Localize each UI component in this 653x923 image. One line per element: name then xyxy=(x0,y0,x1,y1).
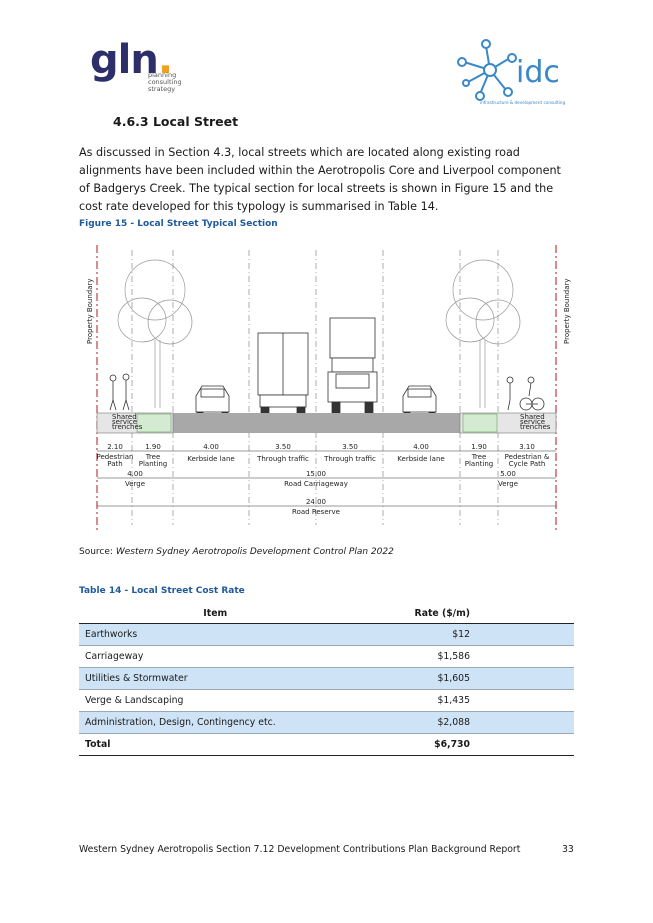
svg-text:Path: Path xyxy=(107,460,122,468)
svg-text:Shared: Shared xyxy=(112,413,137,421)
road-reserve-dimension: 24.00 Road Reserve xyxy=(292,498,340,516)
table-row: Verge & Landscaping $1,435 xyxy=(79,689,574,712)
services-right-label: Shared service trenches xyxy=(520,413,551,431)
gln-logo-word: gln xyxy=(90,37,159,83)
table-row: Carriageway $1,586 xyxy=(79,645,574,668)
svg-text:Tree: Tree xyxy=(471,453,487,461)
page-number: 33 xyxy=(562,844,574,855)
total-label: Total xyxy=(79,733,352,756)
svg-text:trenches: trenches xyxy=(112,423,143,431)
segment-through-traffic-right: 3.50 Through traffic xyxy=(323,443,376,463)
table-row: Earthworks $12 xyxy=(79,623,574,646)
property-boundary-left-label: Property Boundary xyxy=(86,278,94,344)
svg-text:service: service xyxy=(112,418,137,426)
tree-planting-right-bed xyxy=(462,413,498,433)
cost-rate-table: Item Rate ($/m) Earthworks $12 Carriagew… xyxy=(79,603,574,756)
table-title: Table 14 - Local Street Cost Rate xyxy=(79,586,245,596)
svg-text:Planting: Planting xyxy=(139,460,167,468)
segment-kerbside-lane-left: 4.00 Kerbside lane xyxy=(187,443,234,463)
svg-text:3.10: 3.10 xyxy=(519,443,535,451)
verge-right-dimension: 5.00 Verge xyxy=(498,470,518,488)
gln-logo: gln. planning consulting strategy xyxy=(90,37,182,93)
section-heading: 4.6.3 Local Street xyxy=(113,114,239,129)
row-rate: $12 xyxy=(351,623,574,646)
svg-text:1.90: 1.90 xyxy=(145,443,161,451)
gln-logo-dot: . xyxy=(157,37,173,83)
total-rate: $6,730 xyxy=(351,733,574,756)
table-total-row: Total $6,730 xyxy=(79,733,574,756)
row-item: Administration, Design, Contingency etc. xyxy=(79,711,352,734)
svg-text:Verge: Verge xyxy=(125,480,145,488)
svg-text:3.50: 3.50 xyxy=(275,443,291,451)
svg-text:Kerbside lane: Kerbside lane xyxy=(187,455,234,463)
carriageway-dimension: 15.00 Road Carriageway xyxy=(284,470,348,488)
street-section-drawing: Property Boundary Property Boundary xyxy=(86,245,571,530)
column-header-item: Item xyxy=(79,603,352,624)
row-item: Verge & Landscaping xyxy=(79,689,352,712)
table-row: Utilities & Stormwater $1,605 xyxy=(79,667,574,690)
svg-text:Through traffic: Through traffic xyxy=(256,455,309,463)
figure-source: Source: Western Sydney Aerotropolis Deve… xyxy=(79,547,394,557)
car-right-illustration xyxy=(402,385,437,417)
svg-text:24.00: 24.00 xyxy=(306,498,326,506)
table-header-row: Item Rate ($/m) xyxy=(79,603,574,624)
svg-text:trenches: trenches xyxy=(520,423,551,431)
row-rate: $1,605 xyxy=(351,667,574,690)
cyclist-illustration xyxy=(506,376,545,411)
segment-through-traffic-left: 3.50 Through traffic xyxy=(256,443,309,463)
svg-text:Road Carriageway: Road Carriageway xyxy=(284,480,348,488)
svg-text:15.00: 15.00 xyxy=(306,470,326,478)
idc-logo-word: idc xyxy=(516,55,560,90)
gln-logo-tagline: planning consulting strategy xyxy=(148,71,182,93)
idc-logo-tagline: infrastructure & development consulting xyxy=(480,100,565,105)
svg-text:service: service xyxy=(520,418,545,426)
verge-left-dimension: 4.00 Verge xyxy=(125,470,145,488)
idc-logo: idc infrastructure & development consult… xyxy=(457,39,565,105)
svg-text:Verge: Verge xyxy=(498,480,518,488)
body-paragraph: As discussed in Section 4.3, local stree… xyxy=(79,146,561,213)
svg-text:Tree: Tree xyxy=(145,453,161,461)
svg-text:4.00: 4.00 xyxy=(413,443,429,451)
car-left-illustration xyxy=(195,385,230,417)
property-boundary-right-label: Property Boundary xyxy=(563,278,571,344)
svg-text:2.10: 2.10 xyxy=(107,443,123,451)
svg-text:3.50: 3.50 xyxy=(342,443,358,451)
truck-right-illustration xyxy=(327,317,378,415)
table-row: Administration, Design, Contingency etc.… xyxy=(79,711,574,734)
svg-text:5.00: 5.00 xyxy=(500,470,516,478)
svg-text:Planting: Planting xyxy=(465,460,493,468)
row-item: Earthworks xyxy=(79,623,352,646)
segment-kerbside-lane-right: 4.00 Kerbside lane xyxy=(397,443,444,463)
svg-text:Pedestrian &: Pedestrian & xyxy=(505,453,550,461)
svg-text:Road Reserve: Road Reserve xyxy=(292,508,340,516)
svg-text:Cycle Path: Cycle Path xyxy=(509,460,546,468)
segment-ped-path-left: 2.10 Pedestrian Path xyxy=(97,443,134,468)
services-left-label: Shared service trenches xyxy=(112,413,143,431)
row-rate: $1,435 xyxy=(351,689,574,712)
truck-left-illustration xyxy=(257,332,309,416)
row-item: Carriageway xyxy=(79,645,352,668)
segment-ped-cycle-path-right: 3.10 Pedestrian & Cycle Path xyxy=(505,443,550,468)
tree-right-illustration xyxy=(445,259,521,408)
tree-planting-left-bed xyxy=(136,413,172,433)
row-item: Utilities & Stormwater xyxy=(79,667,352,690)
svg-text:Shared: Shared xyxy=(520,413,545,421)
column-header-rate: Rate ($/m) xyxy=(351,603,574,624)
svg-text:Through traffic: Through traffic xyxy=(323,455,376,463)
segment-tree-planting-right: 1.90 Tree Planting xyxy=(465,443,493,468)
road-pavement xyxy=(173,413,460,433)
row-rate: $1,586 xyxy=(351,645,574,668)
figure-title: Figure 15 - Local Street Typical Section xyxy=(79,219,278,229)
svg-text:1.90: 1.90 xyxy=(471,443,487,451)
pedestrians-illustration xyxy=(109,373,130,411)
svg-text:Pedestrian: Pedestrian xyxy=(97,453,134,461)
svg-text:4.00: 4.00 xyxy=(203,443,219,451)
row-rate: $2,088 xyxy=(351,711,574,734)
tree-left-illustration xyxy=(117,259,193,408)
segment-tree-planting-left: 1.90 Tree Planting xyxy=(139,443,167,468)
page-footer-text: Western Sydney Aerotropolis Section 7.12… xyxy=(79,844,521,855)
svg-text:4.00: 4.00 xyxy=(127,470,143,478)
svg-text:Kerbside lane: Kerbside lane xyxy=(397,455,444,463)
